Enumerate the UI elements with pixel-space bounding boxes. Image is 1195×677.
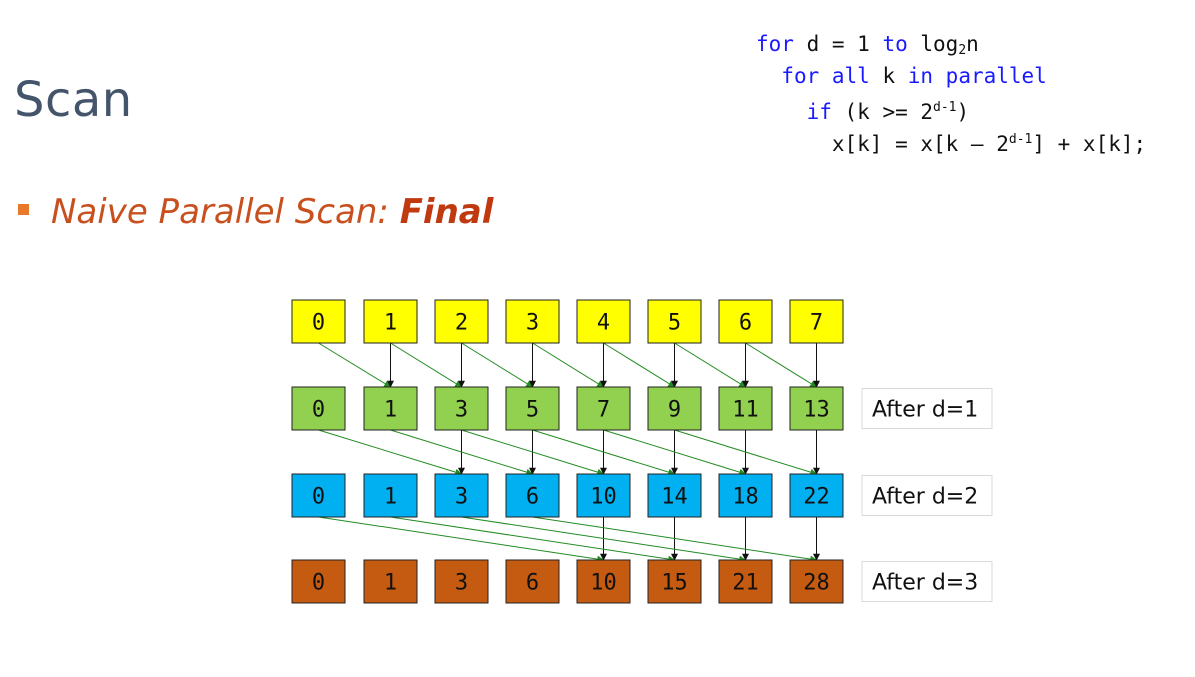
cell-value: 6: [526, 571, 539, 596]
scan-cell: [647, 473, 702, 518]
offset-arrow: [532, 342, 605, 388]
scan-cell: [576, 299, 631, 344]
bullet-subtitle: Naive Parallel Scan: Final: [18, 192, 493, 232]
scan-cell: [505, 473, 560, 518]
cell-value: 3: [526, 311, 539, 336]
scan-cell: [647, 299, 702, 344]
scan-cell: [505, 559, 560, 604]
offset-arrow: [461, 516, 747, 563]
cell-value: 18: [732, 485, 759, 510]
offset-arrow: [390, 429, 534, 476]
scan-cell: [434, 299, 489, 344]
scan-cell: [576, 386, 631, 431]
scan-cell: [505, 386, 560, 431]
bullet-square-icon: [18, 204, 29, 215]
code-line-2: for all k in parallel: [781, 64, 1047, 88]
cell-value: 28: [803, 571, 830, 596]
scan-cell: [434, 473, 489, 518]
code-line-1: for d = 1 to log2n: [756, 32, 979, 58]
cell-value: 4: [597, 311, 610, 336]
scan-cell: [291, 559, 346, 604]
offset-arrow: [603, 342, 676, 388]
scan-cell: [576, 559, 631, 604]
offset-arrow: [318, 342, 392, 388]
cell-value: 6: [739, 311, 752, 336]
cell-value: 14: [661, 485, 688, 510]
cell-value: 0: [312, 311, 325, 336]
cell-value: 11: [732, 398, 759, 423]
scan-cell: [647, 559, 702, 604]
cell-value: 0: [312, 398, 325, 423]
arrow-layer: [318, 342, 820, 563]
offset-arrow: [674, 429, 818, 476]
cell-value: 3: [455, 398, 468, 423]
cell-value: 3: [455, 485, 468, 510]
offset-arrow: [603, 429, 747, 476]
offset-arrow: [390, 516, 676, 563]
scan-cell: [363, 473, 418, 518]
cell-value: 10: [590, 571, 617, 596]
after-label-box: [861, 475, 993, 516]
cell-value: 13: [803, 398, 830, 423]
scan-cell: [576, 473, 631, 518]
cell-value: 6: [526, 485, 539, 510]
cell-value: 10: [590, 485, 617, 510]
slide-title: Scan: [14, 72, 133, 128]
offset-arrow: [745, 342, 818, 388]
offset-arrow: [390, 342, 463, 388]
cell-value: 21: [732, 571, 759, 596]
scan-cell: [291, 299, 346, 344]
cell-value: 0: [312, 485, 325, 510]
scan-cell: [505, 299, 560, 344]
scan-cell: [718, 473, 773, 518]
scan-cell: [718, 386, 773, 431]
cell-value: 9: [668, 398, 681, 423]
scan-cell: [434, 559, 489, 604]
cell-value: 15: [661, 571, 688, 596]
offset-arrow: [532, 516, 818, 563]
scan-cell: [363, 299, 418, 344]
after-label-box: [861, 561, 993, 602]
cell-value: 3: [455, 571, 468, 596]
offset-arrow: [461, 342, 534, 388]
code-line-4: x[k] = x[k – 2d-1] + x[k];: [831, 132, 1147, 156]
offset-arrow: [318, 429, 463, 476]
cell-value: 1: [384, 398, 397, 423]
after-label-text: After d=2: [872, 485, 978, 510]
cell-value: 1: [384, 485, 397, 510]
cell-value: 7: [597, 398, 610, 423]
offset-arrow: [674, 342, 747, 388]
scan-cell: [789, 299, 844, 344]
cell-value: 5: [526, 398, 539, 423]
cell-value: 7: [810, 311, 823, 336]
scan-cell: [363, 386, 418, 431]
after-label-text: After d=3: [872, 571, 978, 596]
pseudocode-block: for d = 1 to log2n for all k in parallel…: [756, 28, 1146, 156]
cell-value: 1: [384, 571, 397, 596]
after-label-text: After d=1: [872, 398, 978, 423]
after-label-box: [861, 388, 993, 429]
code-line-3: if (k >= 2d-1): [806, 100, 970, 124]
cell-value: 22: [803, 485, 830, 510]
scan-cell: [789, 386, 844, 431]
scan-cell: [363, 559, 418, 604]
offset-arrow: [461, 429, 605, 476]
scan-cell: [647, 386, 702, 431]
cell-value: 5: [668, 311, 681, 336]
cell-value: 2: [455, 311, 468, 336]
offset-arrow: [318, 516, 605, 563]
cell-value: 1: [384, 311, 397, 336]
scan-cell: [291, 473, 346, 518]
scan-cell: [291, 386, 346, 431]
scan-cell: [434, 386, 489, 431]
scan-cell: [718, 559, 773, 604]
cell-value: 0: [312, 571, 325, 596]
scan-cell: [718, 299, 773, 344]
offset-arrow: [532, 429, 676, 476]
scan-cell: [789, 473, 844, 518]
scan-cell: [789, 559, 844, 604]
